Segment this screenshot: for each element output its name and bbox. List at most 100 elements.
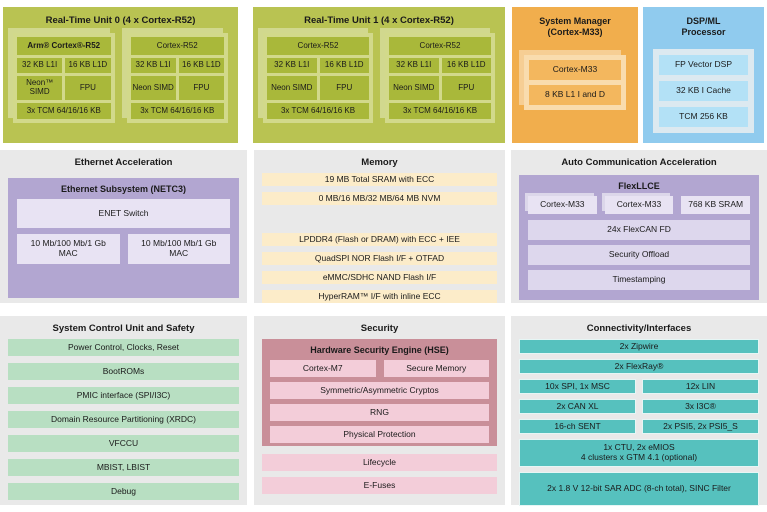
i3c-cell: 3x I3C® [642,399,759,414]
lin-cell: 12x LIN [642,379,759,394]
section-title: Memory [361,157,398,168]
section-system-manager: System Manager (Cortex-M33) Cortex-M33 8… [512,7,638,143]
tcm: 3x TCM 64/16/16 KB [17,103,111,119]
hse-title: Hardware Security Engine (HSE) [310,345,449,355]
core-card: Arm® Cortex®-R52 32 KB L1I 16 KB L1D Neo… [8,28,115,123]
core-cards: Arm® Cortex®-R52 32 KB L1I 16 KB L1D Neo… [8,28,228,123]
core-name: Cortex-R52 [267,37,369,55]
memory-row: eMMC/SDHC NAND Flash I/F [262,271,497,284]
neon-simd: Neon SIMD [130,76,176,100]
core-name: Cortex-R52 [130,37,224,55]
security-outer-rows: Lifecycle E-Fuses [254,454,505,494]
tcm: 3x TCM 64/16/16 KB [130,103,224,119]
section-memory: Memory 19 MB Total SRAM with ECC 0 MB/16… [254,150,505,303]
fpu: FPU [441,76,491,100]
m33-card: Cortex-M33 8 KB L1 I and D [519,49,626,110]
flex-m33-card: Cortex-M33 [525,193,597,214]
memory-row: LPDDR4 (Flash or DRAM) with ECC + IEE [262,233,497,246]
fpu: FPU [65,76,111,100]
section-realtime-unit-1: Real-Time Unit 1 (4 x Cortex-R52) Cortex… [253,7,505,143]
section-title: Ethernet Acceleration [74,157,173,168]
section-title: Real-Time Unit 0 (4 x Cortex-R52) [45,15,196,26]
spi-msc-cell: 10x SPI, 1x MSC [519,379,636,394]
psi5-cell: 2x PSI5, 2x PSI5_S [642,419,759,434]
timestamping-row: Timestamping [528,270,750,290]
neon-simd: Neon SIMD [267,76,317,100]
ctu-emios-gtm-row: 1x CTU, 2x eMIOS 4 clusters x GTM 4.1 (o… [519,439,759,467]
scu-row: VFCCU [8,435,239,452]
scu-row: BootROMs [8,363,239,380]
scu-row: Power Control, Clocks, Reset [8,339,239,356]
l1i-cache: 32 KB L1I [389,58,439,73]
dsp-frame: FP Vector DSP 32 KB I Cache TCM 256 KB [653,48,754,133]
l1d-cache: 16 KB L1D [178,58,224,73]
cryptos-row: Symmetric/Asymmetric Cryptos [270,382,489,399]
memory-rows: 19 MB Total SRAM with ECC 0 MB/16 MB/32 … [254,173,505,303]
section-title: Connectivity/Interfaces [586,323,692,334]
tcm: 3x TCM 64/16/16 KB [389,103,491,119]
section-title-line1: System Manager [539,16,611,26]
neon-simd: Neon SIMD [389,76,439,100]
l1-cache-cell: 8 KB L1 I and D [529,84,621,105]
fpu: FPU [319,76,369,100]
memory-row: QuadSPI NOR Flash I/F + OTFAD [262,252,497,265]
scu-row: Debug [8,483,239,500]
section-title-line1: DSP/ML [686,16,721,26]
cortex-m7-cell: Cortex-M7 [270,360,376,377]
section-title: System Control Unit and Safety [52,323,195,334]
section-title-line2: (Cortex-M33) [547,27,603,38]
core-card: Cortex-R52 32 KB L1I 16 KB L1D Neon SIMD… [380,28,495,123]
canxl-cell: 2x CAN XL [519,399,636,414]
l1d-cache: 16 KB L1D [319,58,369,73]
section-title: System Manager (Cortex-M33) [512,7,638,39]
fpu: FPU [178,76,224,100]
icache-cell: 32 KB I Cache [659,80,748,101]
ethernet-subsystem-box: Ethernet Subsystem (NETC3) ENET Switch 1… [8,178,239,298]
tcm-cell: TCM 256 KB [659,106,748,127]
secure-memory-cell: Secure Memory [383,360,489,377]
cortex-m33-cell: Cortex-M33 [528,196,597,214]
core-cards: Cortex-R52 32 KB L1I 16 KB L1D Neon SIMD… [258,28,495,123]
cortex-m33-cell: Cortex-M33 [529,59,621,80]
hse-box: Hardware Security Engine (HSE) Cortex-M7… [262,339,497,446]
adc-sinc-row: 2x 1.8 V 12-bit SAR ADC (8-ch total), SI… [519,472,759,506]
scu-row: Domain Resource Partitioning (XRDC) [8,411,239,428]
flexray-row: 2x FlexRay® [519,359,759,374]
section-title: Auto Communication Acceleration [561,157,717,168]
rng-row: RNG [270,404,489,421]
scu-row: PMIC interface (SPI/I3C) [8,387,239,404]
flexllce-title: FlexLLCE [618,181,660,191]
scu-row: MBIST, LBIST [8,459,239,476]
efuses-row: E-Fuses [262,477,497,494]
sram-cell: 768 KB SRAM [681,196,751,214]
section-auto-communication-acceleration: Auto Communication Acceleration FlexLLCE… [511,150,767,303]
section-realtime-unit-0: Real-Time Unit 0 (4 x Cortex-R52) Arm® C… [3,7,238,143]
core-card: Cortex-R52 32 KB L1I 16 KB L1D Neon SIMD… [121,28,228,123]
l1d-cache: 16 KB L1D [441,58,491,73]
core-name: Arm® Cortex®-R52 [17,37,111,55]
memory-row: 0 MB/16 MB/32 MB/64 MB NVM [262,192,497,205]
section-security: Security Hardware Security Engine (HSE) … [254,316,505,505]
flexllce-box: FlexLLCE Cortex-M33 Cortex-M33 768 KB SR… [519,175,759,300]
memory-row: HyperRAM™ I/F with inline ECC [262,290,497,303]
ctu-line1: 1x CTU, 2x eMIOS [603,442,675,453]
mac-cell: 10 Mb/100 Mb/1 Gb MAC [127,234,230,264]
section-ethernet-acceleration: Ethernet Acceleration Ethernet Subsystem… [0,150,247,303]
lifecycle-row: Lifecycle [262,454,497,471]
physical-protection-row: Physical Protection [270,426,489,443]
mac-cell: 10 Mb/100 Mb/1 Gb MAC [17,234,120,264]
memory-row-spacer [254,211,505,227]
fp-vector-dsp-cell: FP Vector DSP [659,54,748,75]
l1i-cache: 32 KB L1I [267,58,317,73]
sent-cell: 16-ch SENT [519,419,636,434]
neon-simd: Neon™ SIMD [17,76,63,100]
flexcan-row: 24x FlexCAN FD [528,220,750,240]
section-title: DSP/ML Processor [643,7,764,39]
core-card: Cortex-R52 32 KB L1I 16 KB L1D Neon SIMD… [258,28,373,123]
section-connectivity-interfaces: Connectivity/Interfaces 2x Zipwire 2x Fl… [511,316,767,506]
security-offload-row: Security Offload [528,245,750,265]
section-system-control-unit-safety: System Control Unit and Safety Power Con… [0,316,247,505]
memory-row: 19 MB Total SRAM with ECC [262,173,497,186]
tcm: 3x TCM 64/16/16 KB [267,103,369,119]
l1d-cache: 16 KB L1D [65,58,111,73]
